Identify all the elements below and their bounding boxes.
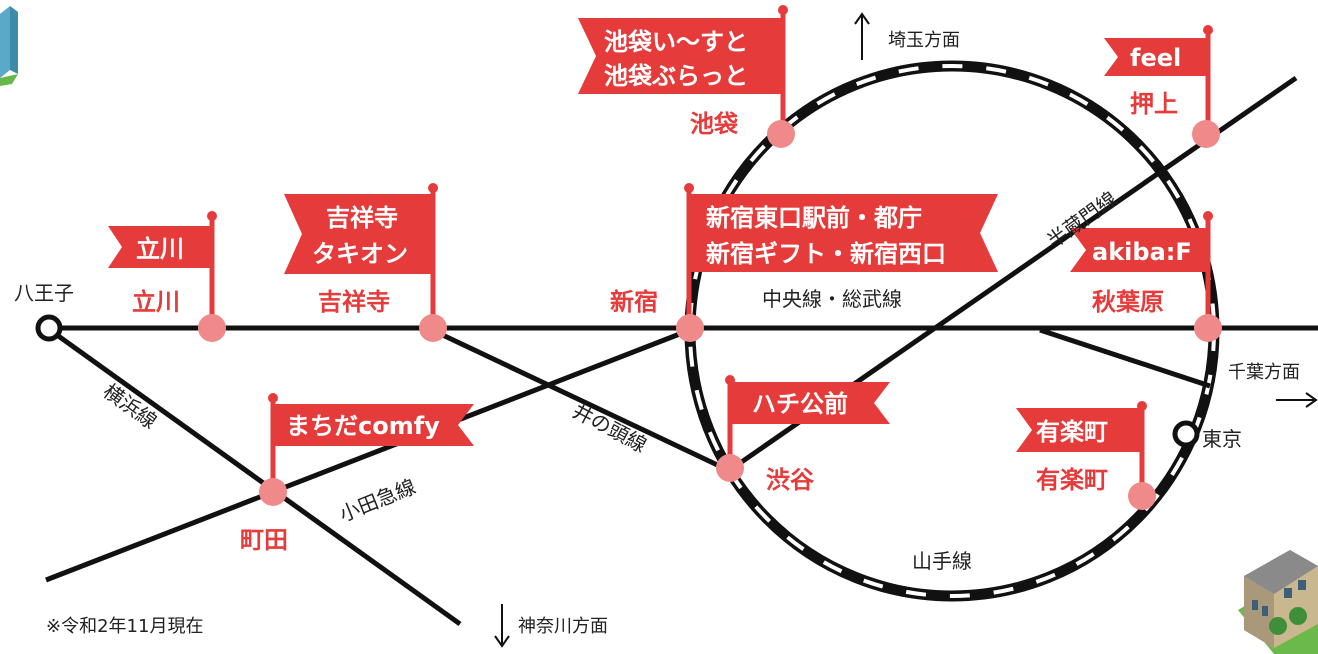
station-dot-ikebukuro [767, 120, 795, 148]
flag-tachikawa-label: 立川 [136, 235, 184, 263]
flag-akihabara-label: akiba:F [1092, 238, 1192, 266]
flag-kichijoji-line2: タキオン [312, 240, 408, 268]
station-akihabara: 秋葉原 [1092, 288, 1164, 316]
tokyo-spur-line [1039, 327, 1211, 389]
station-tachikawa: 立川 [132, 288, 180, 316]
station-dot-tachikawa [198, 314, 226, 342]
flag-shibuya [732, 382, 890, 424]
label-odakyu: 小田急線 [336, 474, 419, 526]
flag-kichijoji [284, 194, 431, 274]
direction-saitama: 埼玉方面 [888, 30, 960, 51]
flag-banners [108, 18, 1206, 452]
station-dot-oshiage [1192, 120, 1220, 148]
flag-ikebukuro-line1: 池袋い〜すと [604, 28, 748, 56]
station-dot-shinjuku [676, 314, 704, 342]
station-dot-shibuya [716, 454, 744, 482]
direction-kanagawa: 神奈川方面 [518, 616, 608, 637]
inokashira-line [430, 327, 730, 473]
flag-yurakucho [1016, 408, 1140, 452]
flag-tachikawa [108, 226, 210, 268]
arrow-down-icon [494, 604, 510, 648]
building-icon [1238, 550, 1318, 654]
flag-akihabara [1070, 228, 1206, 272]
arrow-up-icon [854, 12, 870, 60]
station-shibuya: 渋谷 [766, 466, 815, 494]
flag-shinjuku-line2: 新宿ギフト・新宿西口 [706, 240, 946, 268]
station-hachioji: 八王子 [14, 281, 74, 305]
flag-shinjuku-line1: 新宿東口駅前・都庁 [706, 204, 922, 232]
flag-shibuya-label: ハチ公前 [752, 390, 848, 418]
flag-ikebukuro [578, 18, 781, 94]
arrow-right-icon [1276, 392, 1318, 408]
label-chuo-sobu: 中央線・総武線 [762, 287, 902, 311]
station-shinjuku: 新宿 [610, 288, 658, 316]
flag-poles [209, 10, 1211, 496]
rail-lines [45, 75, 1318, 627]
label-yamanote: 山手線 [912, 549, 972, 573]
station-dot-yurakucho [1128, 482, 1156, 510]
station-tokyo: 東京 [1202, 427, 1242, 451]
flag-yurakucho-label: 有楽町 [1036, 418, 1108, 446]
odakyu-line [45, 327, 691, 583]
yamanote-line [684, 60, 1220, 602]
yokohama-line [48, 327, 462, 627]
station-dots [198, 120, 1222, 510]
flag-machida [275, 404, 474, 446]
station-oshiage: 押上 [1130, 90, 1178, 118]
station-dot-machida [259, 478, 287, 506]
flag-ikebukuro-line2: 池袋ぶらっと [604, 62, 748, 90]
footnote: ※令和2年11月現在 [46, 616, 203, 637]
tokyo-terminal [1172, 420, 1200, 448]
station-ikebukuro: 池袋 [690, 110, 739, 138]
flag-oshiage [1104, 38, 1206, 76]
flag-kichijoji-line1: 吉祥寺 [326, 204, 398, 232]
flag-shinjuku [691, 194, 998, 272]
hachioji-terminal [35, 314, 63, 342]
station-dot-kichijoji [419, 314, 447, 342]
station-yurakucho: 有楽町 [1036, 466, 1108, 494]
flag-oshiage-label: feel [1130, 44, 1181, 72]
station-kichijoji: 吉祥寺 [318, 288, 390, 316]
flag-machida-label: まちだcomfy [286, 412, 440, 440]
direction-chiba: 千葉方面 [1228, 362, 1300, 383]
building-icon [0, 6, 18, 86]
station-dot-akihabara [1194, 314, 1222, 342]
station-machida: 町田 [240, 526, 288, 554]
